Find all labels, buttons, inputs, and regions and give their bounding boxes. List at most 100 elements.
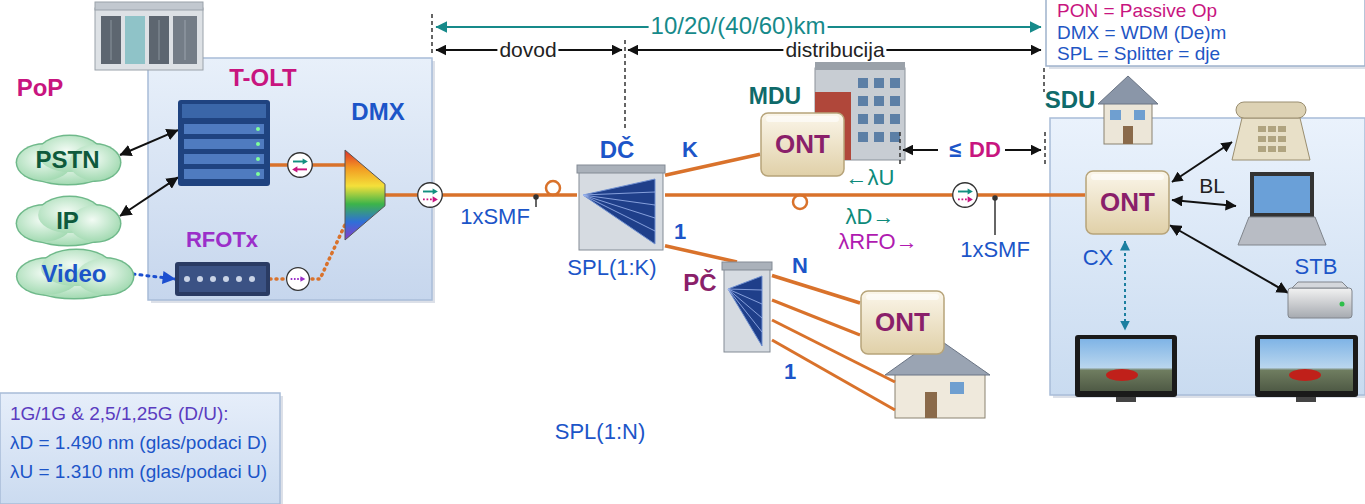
region-background: [1046, 0, 1365, 66]
television: [1255, 335, 1358, 402]
ont-device: ONT: [860, 290, 945, 355]
node-label: RFOTx: [184, 227, 260, 252]
cab2-art: [728, 289, 762, 290]
segment-label: dovod: [497, 38, 558, 62]
cab2-art: [728, 289, 762, 318]
signal-connector: [133, 274, 175, 279]
telephone: [1278, 146, 1286, 152]
telephone: [1268, 146, 1276, 152]
laptop: [1238, 172, 1326, 245]
node-label: PČ: [681, 269, 718, 297]
olt-art: [178, 100, 270, 186]
cab2-art: [724, 268, 770, 352]
cab2-art: [728, 289, 762, 332]
apartment-building: [874, 78, 884, 88]
node-label: PON = Passive Op: [1055, 0, 1219, 22]
server-room-icon: [95, 2, 203, 70]
dmx-art: [345, 150, 385, 240]
region-background: [0, 393, 283, 504]
wdm-multiplexer: DMX: [345, 150, 385, 240]
rfotx-art: [210, 276, 216, 282]
single-dwelling-house: [1110, 110, 1121, 120]
stb-art: [1288, 288, 1352, 318]
television: [1255, 335, 1358, 397]
house: [950, 382, 964, 394]
segment-label: distribucija: [783, 38, 886, 62]
laptop: [1250, 172, 1314, 217]
rfotx-art: [223, 276, 229, 282]
node-label: Video: [40, 260, 109, 288]
single-dwelling-house: [1123, 126, 1133, 144]
wavelength-label: ←λU: [844, 165, 897, 190]
ont-art: [866, 294, 939, 300]
television: [1289, 369, 1321, 381]
splitter-cabinet: PČSPL(1:N): [722, 262, 772, 352]
telephone: [1232, 118, 1310, 160]
dashed-boundary: [624, 40, 626, 130]
network-cloud: Video: [15, 249, 133, 299]
fiber-label: 1xSMF: [958, 237, 1032, 262]
node-label: SPL = Splitter = dje: [1055, 43, 1222, 65]
fiber-coil: [546, 181, 560, 195]
fiber-connector: [270, 225, 345, 279]
stb-art: [1292, 282, 1348, 288]
television: [1075, 335, 1177, 402]
wavelength-note-box: 1G/1G & 2,5/1,25G (D/U):λD = 1.490 nm (g…: [0, 393, 280, 504]
apartment-building: [874, 96, 884, 106]
port-number: 1: [782, 359, 798, 384]
rfotx-art: [197, 276, 203, 282]
leader-line: [994, 198, 996, 235]
node-label: ONT: [773, 130, 832, 160]
circulator-symbol: [287, 153, 978, 291]
stb-art: [1340, 302, 1345, 307]
interface-label: BL: [1197, 174, 1227, 198]
distance-symbol: ≤: [947, 137, 963, 162]
dimension-arrows: [903, 149, 938, 151]
server-room-icon: [111, 20, 112, 60]
dashed-boundary: [431, 14, 433, 56]
olt-art: [256, 127, 260, 131]
interface-label: CX: [1081, 245, 1116, 270]
apartment-building: [874, 114, 884, 124]
signal-connector: [1170, 225, 1288, 293]
apartment-building: [890, 132, 900, 142]
node-label: ONT: [873, 308, 932, 338]
ont-art: [1091, 174, 1164, 180]
olt-art: [256, 142, 260, 146]
olt-art: [178, 100, 270, 186]
rfotx-art: [179, 266, 266, 292]
server-room-icon: [95, 2, 203, 10]
port-number: K: [680, 137, 700, 162]
olt-art: [184, 124, 264, 134]
dimension-label: 10/20/(40/60)km: [649, 12, 828, 40]
rfotx-art: [184, 276, 190, 282]
cab-art: [583, 179, 655, 244]
ont-art: [1086, 171, 1169, 234]
television: [1080, 339, 1172, 391]
apartment-building: [890, 78, 900, 88]
apartment-building: [858, 114, 868, 124]
laptop: [1254, 176, 1310, 213]
rfotx-art: [236, 276, 242, 282]
region-background: [0, 393, 280, 504]
apartment-building: [874, 132, 884, 142]
telephone: [1268, 126, 1276, 132]
node-label: DMX = WDM (De)m: [1055, 22, 1228, 44]
dimension-arrows: [1005, 149, 1041, 151]
leader-line: [534, 195, 538, 199]
region-background: [1050, 118, 1365, 398]
node-label: IP: [54, 207, 81, 235]
home-wiring: [1125, 142, 1236, 330]
port-number: 1: [672, 219, 688, 244]
cab-art: [583, 195, 655, 218]
television: [1260, 339, 1353, 391]
dashed-boundary: [899, 132, 901, 165]
laptop: [1238, 217, 1326, 245]
olt-art: [182, 104, 266, 118]
dashed-boundary: [1044, 132, 1046, 165]
splitter-cabinet: DČSPL(1:K): [577, 165, 665, 250]
house: [895, 372, 985, 418]
network-cloud: IP: [15, 196, 120, 246]
olt-art: [256, 157, 260, 161]
node-label: T-OLT: [227, 64, 299, 92]
